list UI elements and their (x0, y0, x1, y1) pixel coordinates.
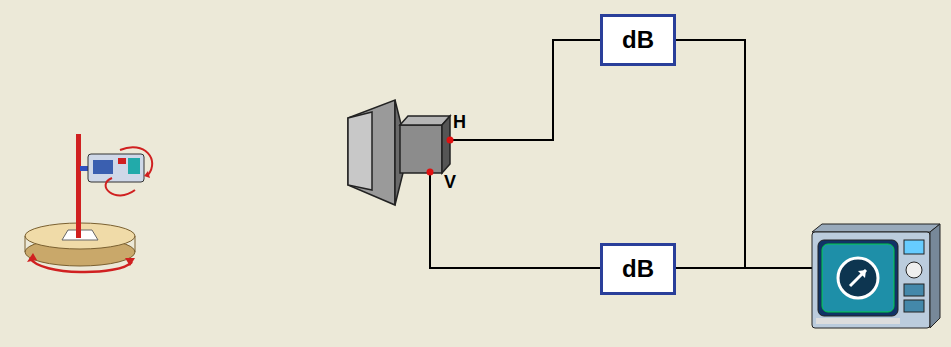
wiring (430, 40, 812, 268)
attenuator-label: dB (622, 26, 654, 54)
attenuator-label: dB (622, 255, 654, 283)
attenuator-box: dB (600, 243, 676, 295)
port-label: V (444, 172, 456, 193)
attenuator-box: dB (600, 14, 676, 66)
port-label: H (453, 112, 466, 133)
receiver (812, 224, 940, 328)
horn-antenna (348, 100, 454, 205)
turntable-dut (25, 134, 152, 272)
